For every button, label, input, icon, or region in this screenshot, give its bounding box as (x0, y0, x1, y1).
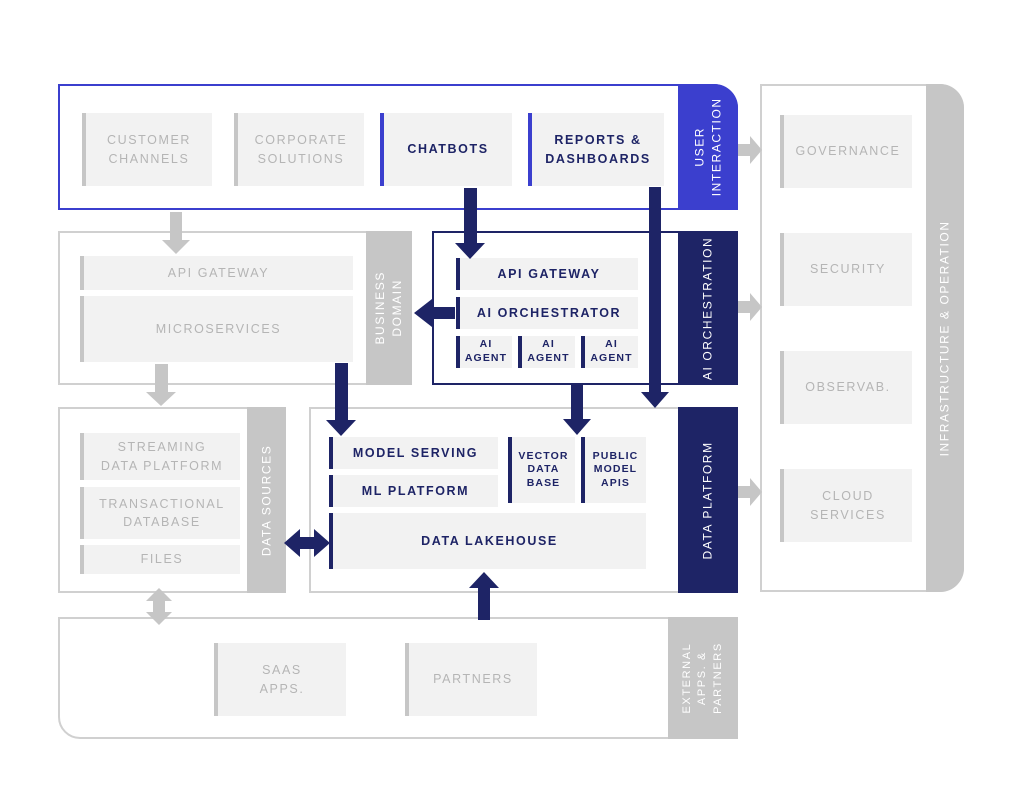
microservices-label: MICROSERVICES (155, 321, 282, 336)
observability-label: OBSERVAB. (805, 380, 891, 395)
chatbots-label: CHATBOTS (407, 142, 489, 157)
saas-apps-label: SAAS APPS. (259, 663, 305, 696)
arrow-ui-to-business-domain (162, 212, 190, 254)
arrow-agents-to-vector-db (563, 385, 591, 435)
data-lakehouse-box: DATA LAKEHOUSE (329, 513, 646, 569)
cloud-services-label: CLOUD SERVICES (810, 489, 886, 522)
cloud-services-box: CLOUD SERVICES (780, 469, 912, 542)
ai-agent-3-box: AI AGENT (581, 336, 638, 368)
ai-agent-2-box: AI AGENT (518, 336, 575, 368)
ai-agent-1-box: AI AGENT (456, 336, 512, 368)
arrow-reports-to-data-platform (641, 187, 669, 408)
streaming-box: STREAMING DATA PLATFORM (80, 433, 240, 480)
transactional-label: TRANSACTIONAL DATABASE (99, 496, 225, 529)
data-sources-tab: DATA SOURCES (247, 407, 286, 593)
arrow-ui-to-infrastructure (738, 136, 762, 164)
streaming-label: STREAMING DATA PLATFORM (100, 440, 224, 473)
ai-agent-2-label: AI AGENT (527, 338, 570, 364)
arrow-external-to-lakehouse (469, 572, 499, 620)
arrow-dp-to-infrastructure (738, 478, 762, 506)
saas-apps-box: SAAS APPS. (214, 643, 346, 716)
arrow-data-sources-external (146, 588, 172, 625)
observability-box: OBSERVAB. (780, 351, 912, 424)
ai-orchestrator-label: AI ORCHESTRATOR (476, 305, 622, 320)
ai-api-gateway-label: API GATEWAY (497, 266, 601, 281)
arrow-chatbots-to-ai-gateway (455, 188, 485, 259)
files-box: FILES (80, 545, 240, 574)
vector-db-box: VECTOR DATA BASE (508, 437, 575, 503)
arrow-orchestrator-to-business (414, 299, 455, 327)
arrow-business-to-model-serving (326, 363, 356, 436)
partners-box: PARTNERS (405, 643, 537, 716)
ml-platform-box: ML PLATFORM (329, 475, 498, 507)
files-label: FILES (140, 552, 184, 567)
security-box: SECURITY (780, 233, 912, 306)
data-lakehouse-label: DATA LAKEHOUSE (421, 533, 558, 548)
ml-platform-label: ML PLATFORM (361, 483, 470, 498)
external-tab: EXTERNAL APPS. & PARTNERS (668, 617, 738, 739)
model-serving-label: MODEL SERVING (352, 445, 479, 460)
reports-dashboards-box: REPORTS & DASHBOARDS (528, 113, 664, 186)
vector-db-label: VECTOR DATA BASE (518, 449, 569, 489)
user-interaction-tab: USER INTERACTION (678, 84, 738, 210)
customer-channels-box: CUSTOMER CHANNELS (82, 113, 212, 186)
arrow-business-to-data-sources (146, 364, 176, 406)
ai-agent-3-label: AI AGENT (590, 338, 633, 364)
customer-channels-label: CUSTOMER CHANNELS (106, 133, 192, 166)
corporate-solutions-label: CORPORATE SOLUTIONS (254, 133, 348, 166)
transactional-box: TRANSACTIONAL DATABASE (80, 487, 240, 539)
public-apis-box: PUBLIC MODEL APIS (581, 437, 646, 503)
governance-label: GOVERNANCE (795, 144, 901, 159)
data-platform-tab: DATA PLATFORM (678, 407, 738, 593)
arrow-data-sources-lakehouse (284, 529, 330, 557)
infrastructure-tab: INFRASTRUCTURE & OPERATION (926, 84, 964, 592)
external-frame (58, 617, 738, 739)
governance-box: GOVERNANCE (780, 115, 912, 188)
ai-api-gateway-box: API GATEWAY (456, 258, 638, 290)
security-label: SECURITY (809, 262, 886, 277)
arrow-ai-to-infrastructure (738, 293, 762, 321)
ai-orchestration-tab: AI ORCHESTRATION (678, 231, 738, 385)
partners-label: PARTNERS (433, 672, 513, 687)
microservices-box: MICROSERVICES (80, 296, 353, 362)
business-domain-tab: BUSINESS DOMAIN (366, 231, 412, 385)
bd-api-gateway-box: API GATEWAY (80, 256, 353, 290)
model-serving-box: MODEL SERVING (329, 437, 498, 469)
bd-api-gateway-label: API GATEWAY (167, 265, 270, 280)
ai-orchestrator-box: AI ORCHESTRATOR (456, 297, 638, 329)
public-apis-label: PUBLIC MODEL APIS (592, 449, 639, 489)
chatbots-box: CHATBOTS (380, 113, 512, 186)
ai-agent-1-label: AI AGENT (464, 338, 508, 364)
reports-dashboards-label: REPORTS & DASHBOARDS (545, 133, 651, 166)
corporate-solutions-box: CORPORATE SOLUTIONS (234, 113, 364, 186)
